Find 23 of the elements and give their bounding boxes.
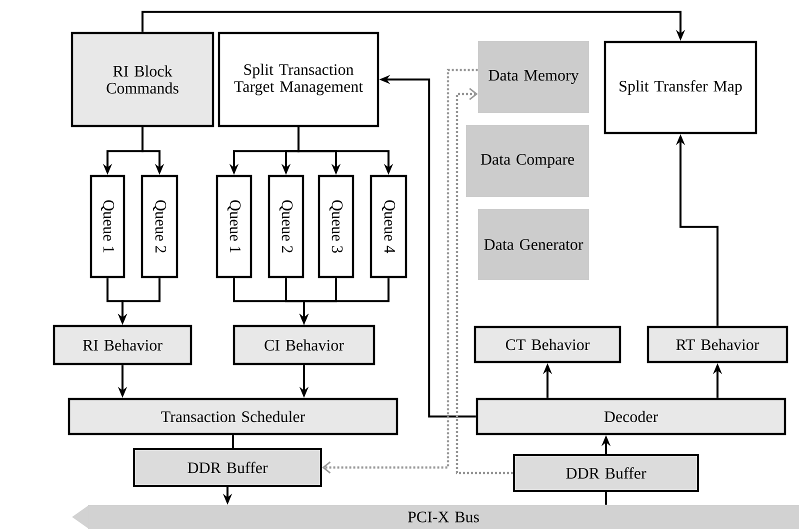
arrow xyxy=(322,68,478,474)
process-box: Data Compare xyxy=(466,125,589,197)
process-box: CT Behavior xyxy=(474,326,622,364)
queue-box: Queue 2 xyxy=(268,174,304,278)
process-box: CI Behavior xyxy=(232,324,376,366)
process-box: Transaction Scheduler xyxy=(68,398,398,436)
process-box: Split Transaction Target Management xyxy=(218,32,380,128)
queue-box: Queue 4 xyxy=(370,174,408,278)
process-box: Decoder xyxy=(476,398,786,436)
queue-box: Queue 2 xyxy=(140,174,178,278)
queue-box: Queue 3 xyxy=(318,174,354,278)
process-box: RT Behavior xyxy=(646,326,788,364)
queue-box: Queue 1 xyxy=(90,174,126,278)
process-box: Split Transfer Map xyxy=(604,40,758,134)
queue-box: Queue 1 xyxy=(216,174,252,278)
process-box: Data Generator xyxy=(478,209,589,280)
bus-band: PCI-X Bus xyxy=(72,505,799,529)
process-box: RI Block Commands xyxy=(70,32,214,128)
process-box: RI Behavior xyxy=(52,324,192,366)
arrow xyxy=(456,88,513,474)
process-box: DDR Buffer xyxy=(133,448,322,487)
process-box: DDR Buffer xyxy=(513,454,699,492)
process-box: Data Memory xyxy=(478,41,589,113)
